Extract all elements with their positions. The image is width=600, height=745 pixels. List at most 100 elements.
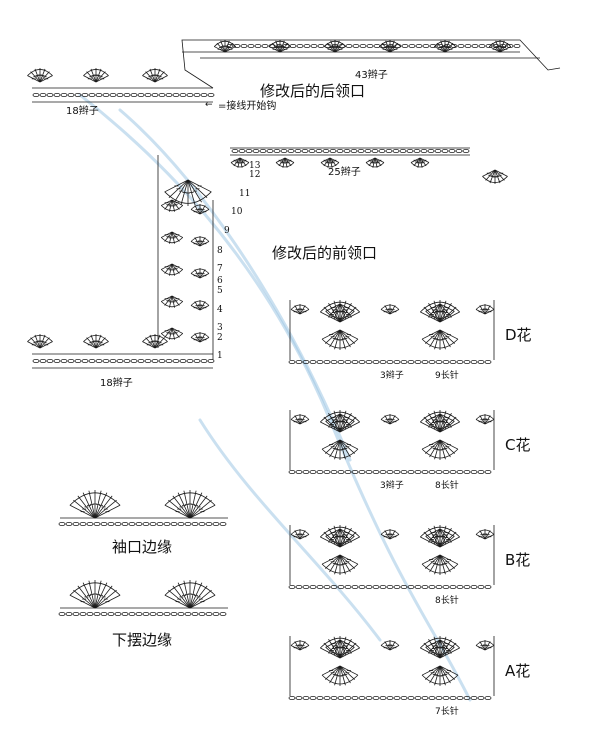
stitch-fan: [475, 304, 495, 315]
stitch-fan: [213, 40, 237, 53]
stitch-fan: [142, 68, 168, 83]
flower-name: A花: [505, 662, 530, 680]
chain-row: [32, 93, 215, 98]
stitch-fan: [319, 300, 361, 323]
row-number: 13: [249, 161, 261, 171]
chain-row: [58, 522, 227, 527]
row-number: 3: [217, 323, 223, 333]
stitch-fan: [160, 231, 184, 244]
flower-note: 3辫子: [380, 480, 404, 491]
front-neckline-diagram: [27, 147, 508, 369]
stitch-fan: [160, 327, 184, 340]
stitch-fan: [421, 665, 459, 686]
stitch-fan: [190, 300, 210, 311]
hem-edge-title: 下摆边缘: [112, 631, 172, 649]
stitch-fan: [421, 329, 459, 350]
back-neckline-diagram: [27, 39, 561, 103]
stitch-fan: [482, 169, 508, 184]
chain-row: [288, 359, 492, 364]
stitch-fan: [433, 40, 457, 53]
stitch-fan: [160, 263, 184, 276]
stitch-fan: [190, 332, 210, 343]
stitch-fan: [160, 295, 184, 308]
row-number: 8: [217, 246, 223, 256]
chain-row: [58, 612, 227, 617]
stitch-fan: [419, 300, 461, 323]
chain-row: [231, 148, 470, 153]
front-bottom-chain-label: 18辫子: [100, 376, 133, 389]
watermark: [78, 93, 472, 702]
stitch-fan: [319, 525, 361, 548]
stitch-fan: [319, 410, 361, 433]
stitch-fan: [190, 268, 210, 279]
flower-name: D花: [505, 326, 532, 344]
join-arrow: ←: [205, 100, 213, 110]
row-number: 10: [231, 207, 243, 217]
stitch-fan: [321, 554, 359, 575]
edge-diagrams: [58, 490, 228, 617]
stitch-fan: [323, 40, 347, 53]
stitch-fan: [321, 439, 359, 460]
flower-panel: C花 3辫子 8长针: [288, 410, 530, 491]
row-number: 12: [249, 170, 260, 180]
stitch-fan: [69, 490, 121, 519]
stitch-fan: [268, 40, 292, 53]
stitch-fan: [164, 580, 216, 609]
stitch-fan: [421, 439, 459, 460]
stitch-fan: [320, 157, 340, 168]
stitch-fan: [321, 665, 359, 686]
stitch-fan: [419, 410, 461, 433]
row-number: 5: [217, 286, 223, 296]
flower-panel: D花 3辫子 9长针: [288, 300, 532, 381]
chain-row: [288, 469, 492, 474]
join-note: =接线开始钩: [218, 99, 276, 112]
stitch-fan: [160, 199, 184, 212]
stitch-fan: [83, 68, 109, 83]
stitch-fan: [475, 529, 495, 540]
stitch-fan: [321, 329, 359, 350]
stitch-fan: [290, 640, 310, 651]
stitch-fan: [365, 157, 385, 168]
edge-stitches: [58, 580, 228, 617]
stitch-fan: [142, 334, 168, 349]
stitch-fan: [290, 304, 310, 315]
stitch-fan: [164, 179, 212, 206]
flower-note: 8长针: [435, 594, 459, 606]
stitch-fan: [380, 414, 400, 425]
flower-note: 3辫子: [380, 370, 404, 381]
flower-panels: D花 3辫子 9长针 C花 3辫子 8长针 B花 8长针 A花 7长针: [288, 300, 532, 717]
stitch-fan: [27, 68, 53, 83]
stitch-fan: [27, 334, 53, 349]
flower-panel: A花 7长针: [288, 636, 530, 717]
row-number: 2: [217, 333, 223, 343]
row-number: 1: [217, 351, 223, 361]
chain-row: [32, 358, 215, 363]
stitch-fan: [419, 636, 461, 659]
row-number: 9: [224, 226, 230, 236]
stitch-fan: [190, 236, 210, 247]
flower-note: 8长针: [435, 479, 459, 491]
stitch-fan: [230, 157, 250, 168]
stitch-fan: [190, 204, 210, 215]
chain-row: [226, 44, 521, 49]
row-number: 11: [239, 189, 250, 199]
stitch-fan: [475, 414, 495, 425]
flower-name: B花: [505, 551, 530, 569]
chain-row: [288, 585, 492, 590]
stitch-fan: [380, 640, 400, 651]
flower-name: C花: [505, 436, 530, 454]
flower-note: 9长针: [435, 369, 459, 381]
back-right-chain-label: 43辫子: [355, 68, 388, 81]
row-number: 6: [217, 276, 223, 286]
stitch-fan: [380, 304, 400, 315]
back-left-chain-label: 18辫子: [66, 104, 99, 117]
stitch-fan: [421, 554, 459, 575]
stitch-fan: [378, 40, 402, 53]
back-neck-title: 修改后的后领口: [260, 82, 365, 100]
flower-note: 7长针: [435, 705, 459, 717]
stitch-fan: [69, 580, 121, 609]
chain-row: [288, 696, 492, 701]
stitch-fan: [319, 636, 361, 659]
